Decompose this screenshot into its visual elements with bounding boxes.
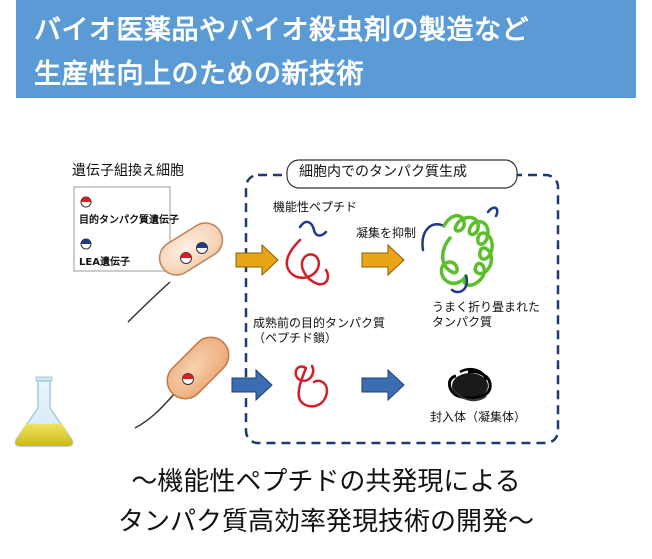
plasmid-lea-icon	[196, 242, 208, 254]
recombinant-cell-with-lea	[127, 222, 224, 323]
legend-target-gene-icon	[80, 196, 92, 208]
title-line-2: 生産性向上のための新技術	[34, 59, 364, 90]
functional-peptide-icon	[298, 220, 328, 237]
legend-lea-gene-label: LEA遺伝子	[79, 257, 130, 268]
inclusion-body-label: 封入体（凝集体）	[430, 410, 527, 424]
caption-line-1: ～機能性ペプチドの共発現による	[131, 467, 521, 497]
plasmid-target-icon	[180, 252, 192, 264]
peptide-chain-bottom-icon	[294, 364, 329, 408]
folded-protein-label-1: うまく折り畳まれた	[432, 300, 541, 314]
immature-protein-label-1: 成熟前の目的タンパク質	[253, 316, 386, 330]
arrow-top-1	[235, 243, 279, 277]
arrow-bottom-1	[231, 368, 273, 402]
legend-target-gene-label: 目的タンパク質遺伝子	[79, 215, 179, 226]
folded-protein-icon	[421, 206, 499, 294]
culture-flask-icon	[14, 376, 74, 447]
arrow-bottom-2	[361, 368, 405, 402]
plasmid-target-icon-2	[182, 373, 194, 385]
peptide-chain-top-icon	[285, 238, 330, 286]
legend-title: 遺伝子組換え細胞	[72, 163, 184, 179]
functional-peptide-label: 機能性ペプチド	[273, 200, 358, 214]
immature-protein-label-2: （ペプチド鎖）	[253, 331, 338, 345]
recombinant-cell-control	[134, 336, 230, 429]
legend-lea-gene-icon	[80, 238, 92, 250]
panel-title: 細胞内でのタンパク質生成	[299, 164, 467, 180]
caption-line-2: タンパク質高効率発現技術の開発～	[117, 507, 534, 537]
suppress-aggregation-label: 凝集を抑制	[356, 226, 417, 240]
title-banner: バイオ医薬品やバイオ殺虫剤の製造など 生産性向上のための新技術	[16, 0, 636, 98]
arrow-top-2	[361, 243, 405, 277]
panel-title-box	[286, 159, 518, 189]
inclusion-body-icon	[448, 368, 492, 402]
title-line-1: バイオ医薬品やバイオ殺虫剤の製造など	[34, 15, 529, 46]
folded-protein-label-2: タンパク質	[432, 315, 493, 329]
